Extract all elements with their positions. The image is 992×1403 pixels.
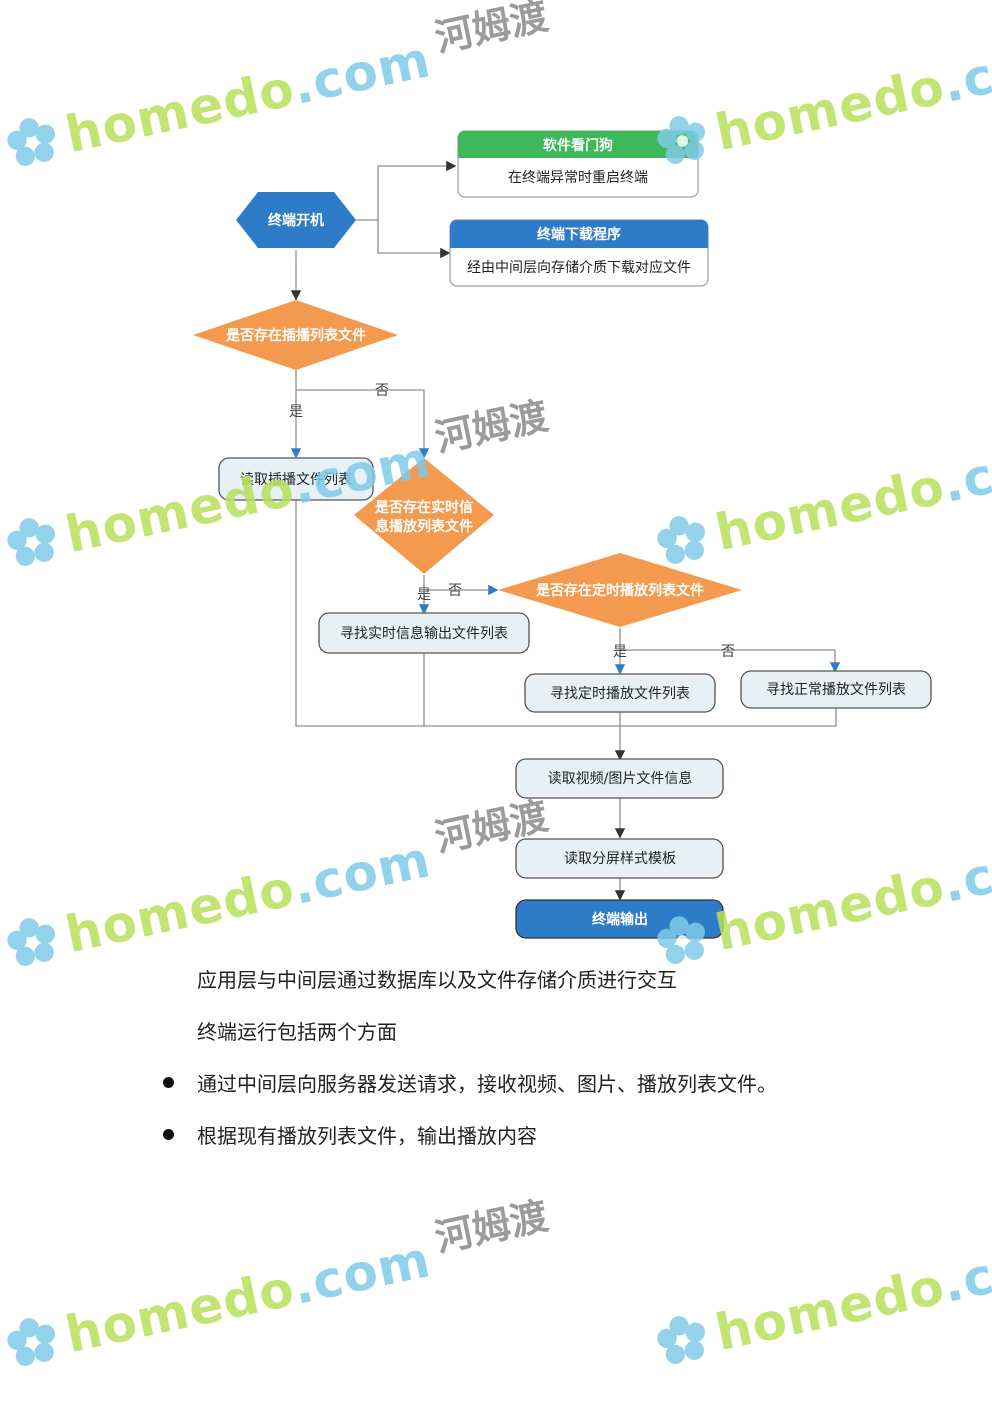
flowchart: 是 否 是 否 是 否 终端开机 软件看门狗 在终端异常时重启终端 终端下载程序… <box>193 130 932 939</box>
node-download: 终端下载程序 经由中间层向存储介质下载对应文件 <box>449 219 709 287</box>
watermark-cn: 河姆渡 <box>431 1193 552 1260</box>
decision-realtime-label-2: 息播放列表文件 <box>375 518 473 535</box>
label-yes-realtime: 是 <box>417 587 431 603</box>
node-read-insert: 读取插播文件列表 <box>218 457 374 501</box>
connectors <box>290 160 841 901</box>
bullet-dot-icon <box>163 1129 174 1140</box>
node-output: 终端输出 <box>515 899 724 939</box>
node-find-realtime-label: 寻找实时信息输出文件列表 <box>340 625 508 642</box>
flower-logo-icon <box>657 1316 706 1364</box>
paragraph-terminal: 终端运行包括两个方面 <box>197 1020 397 1044</box>
node-boot: 终端开机 <box>236 192 356 248</box>
node-download-title: 终端下载程序 <box>537 226 621 243</box>
node-boot-label: 终端开机 <box>268 212 324 229</box>
node-watchdog-body: 在终端异常时重启终端 <box>508 170 648 186</box>
node-find-timed: 寻找定时播放文件列表 <box>524 673 716 713</box>
node-watchdog: 软件看门狗 在终端异常时重启终端 <box>457 130 699 198</box>
bullet-text: 通过中间层向服务器发送请求，接收视频、图片、播放列表文件。 <box>197 1072 777 1096</box>
node-read-template: 读取分屏样式模板 <box>515 838 724 879</box>
decision-insert: 是否存在插播列表文件 <box>193 300 398 370</box>
node-find-normal-label: 寻找正常播放文件列表 <box>766 682 906 698</box>
watermark-domain: .com <box>287 1230 436 1316</box>
watermark-domain: .com <box>937 1228 992 1314</box>
node-find-realtime: 寻找实时信息输出文件列表 <box>318 612 530 654</box>
node-watchdog-title: 软件看门狗 <box>543 137 613 154</box>
node-download-body: 经由中间层向存储介质下载对应文件 <box>467 259 691 276</box>
bullet-item: 通过中间层向服务器发送请求，接收视频、图片、播放列表文件。 <box>163 1068 777 1097</box>
bullet-dot-icon <box>163 1077 174 1088</box>
watermark-brand: homedo <box>60 1259 300 1365</box>
decision-insert-label: 是否存在插播列表文件 <box>226 327 366 344</box>
label-yes-timed: 是 <box>613 644 627 660</box>
node-read-template-label: 读取分屏样式模板 <box>564 850 676 867</box>
decision-realtime: 是否存在实时信 息播放列表文件 <box>354 458 494 574</box>
bullet-item: 根据现有播放列表文件，输出播放内容 <box>163 1120 537 1149</box>
watermark-left: homedo.com 河姆渡 <box>0 1193 557 1377</box>
watermark-right: homedo.com <box>648 1228 992 1375</box>
label-no-timed: 否 <box>721 644 735 660</box>
decision-timed: 是否存在定时播放列表文件 <box>498 553 742 627</box>
label-no-realtime: 否 <box>448 583 462 599</box>
decision-realtime-label-1: 是否存在实时信 <box>375 499 473 516</box>
node-output-label: 终端输出 <box>592 911 648 928</box>
node-read-insert-label: 读取插播文件列表 <box>240 471 352 488</box>
node-find-normal: 寻找正常播放文件列表 <box>740 670 932 709</box>
node-find-timed-label: 寻找定时播放文件列表 <box>550 686 690 702</box>
label-no-insert: 否 <box>375 383 389 399</box>
label-yes-insert: 是 <box>289 404 303 420</box>
node-read-media: 读取视频/图片文件信息 <box>515 758 724 799</box>
flower-logo-icon <box>7 1318 56 1366</box>
decision-timed-label: 是否存在定时播放列表文件 <box>536 582 704 599</box>
paragraph-interaction: 应用层与中间层通过数据库以及文件存储介质进行交互 <box>197 968 677 992</box>
node-read-media-label: 读取视频/图片文件信息 <box>548 770 693 787</box>
bullet-text: 根据现有播放列表文件，输出播放内容 <box>197 1124 537 1148</box>
watermark-brand: homedo <box>710 1257 950 1363</box>
